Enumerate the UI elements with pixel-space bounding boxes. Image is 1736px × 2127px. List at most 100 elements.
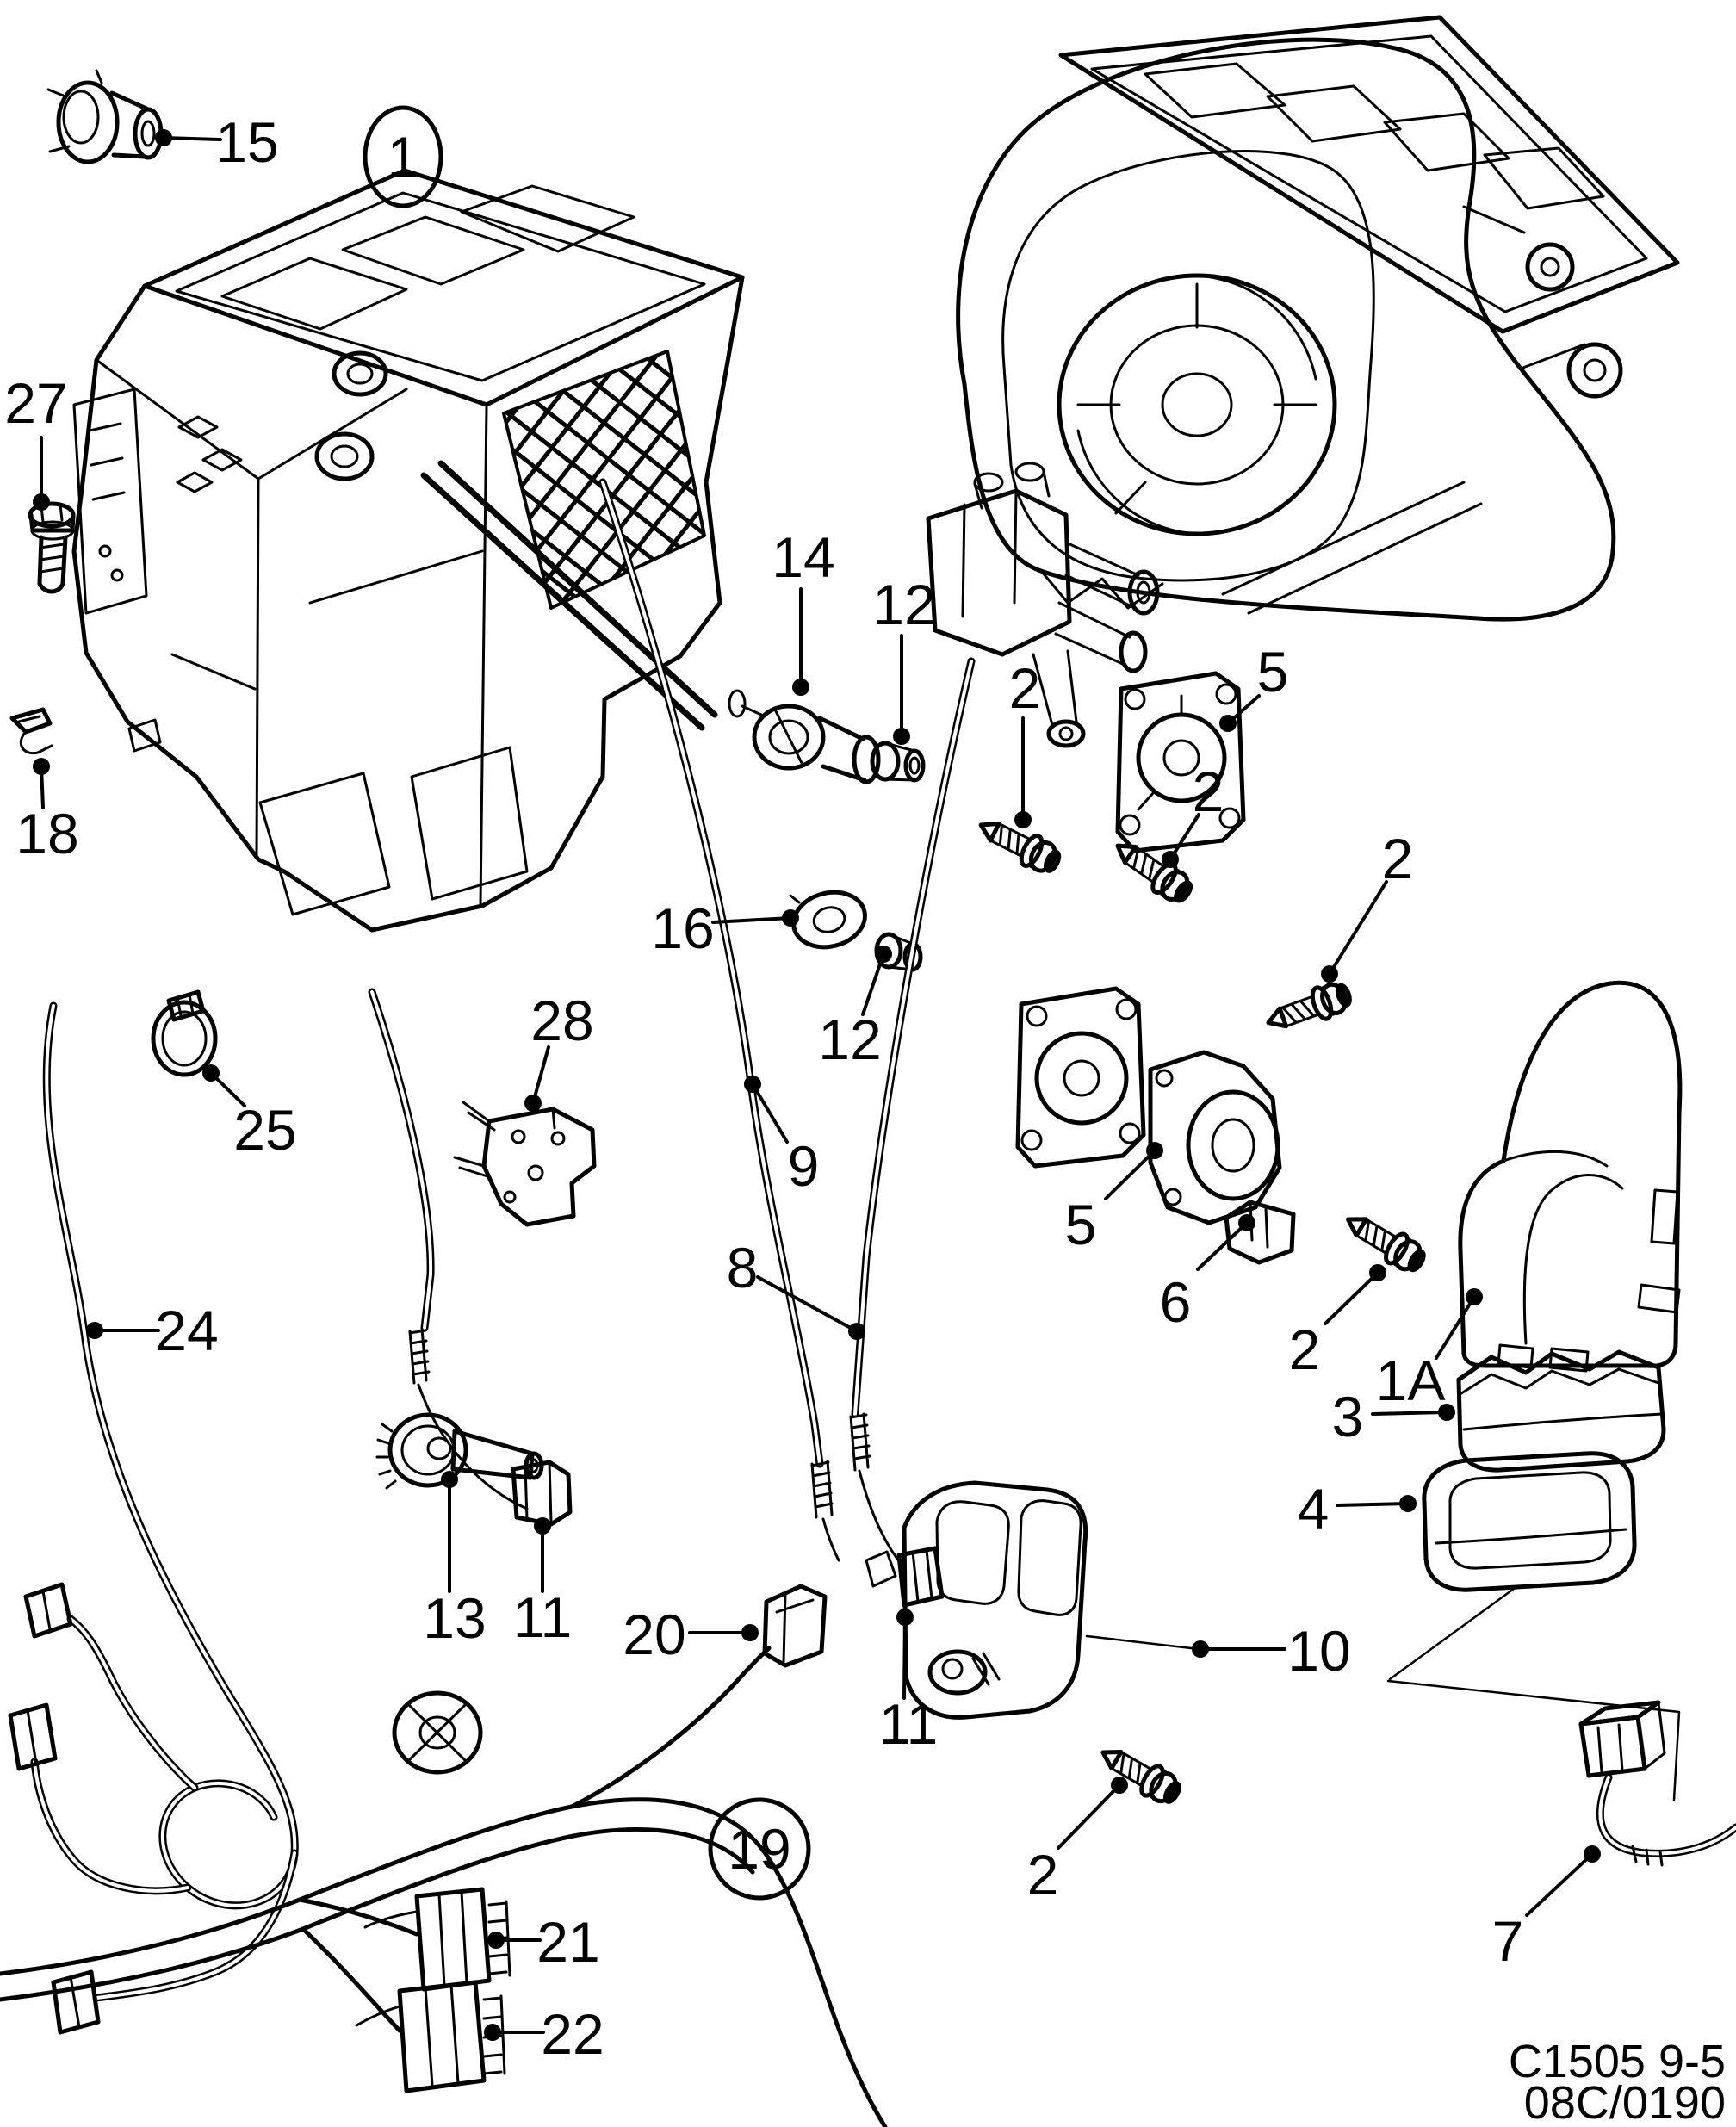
connector-21-drawing [363,1887,512,1992]
callout-dot [441,1471,458,1488]
callout-2: 2 [1321,827,1413,983]
control-cable-13-drawing [368,988,529,1510]
cover-10-drawing [902,1480,1200,1720]
callout-dot [33,493,50,511]
callout-22: 22 [484,2002,604,2066]
callout-dot [1438,1404,1455,1421]
callout-dot [1162,851,1179,868]
left-heater-assembly-drawing [71,168,745,933]
callout-leader-line [1057,1783,1121,1850]
callout-label: 6 [1160,1270,1192,1334]
callout-label: 2 [1009,656,1041,720]
right-blower-assembly-drawing [956,15,1680,622]
callout-27: 27 [4,371,68,511]
callout-label: 2 [1193,760,1224,823]
temp-sensor-14-drawing [728,689,881,784]
actuator-5-upper-drawing [1115,671,1246,853]
callout-leader-line [1371,1411,1448,1416]
callout-leader-line [1336,1502,1410,1507]
callout-21: 21 [487,1910,600,1974]
revision-code: 08C/0190 [1524,2077,1726,2127]
callout-10: 10 [1192,1619,1351,1683]
callout-label: 2 [1027,1843,1059,1907]
callout-4: 4 [1298,1477,1417,1541]
callout-9: 9 [744,1076,819,1198]
callout-label: 21 [536,1910,599,1974]
clip-11-right-drawing [865,1546,945,1608]
callout-dot [782,909,799,927]
callout-14: 14 [772,525,835,696]
thumbwheel-13-drawing [375,1412,544,1490]
callout-8: 8 [727,1236,865,1340]
callout-leader-line [162,136,222,141]
sensor-15-drawing [46,69,164,164]
callout-19: 19 [708,1797,811,1901]
callout-13: 13 [423,1471,487,1650]
callout-leader-line [756,1275,859,1333]
actuator-motor-drawing [1148,1050,1282,1225]
callout-7: 7 [1492,1845,1601,1973]
harness-24-drawing [8,1001,299,2035]
callout-label: 25 [233,1098,296,1162]
control-cable-8-drawing [849,657,976,1567]
callout-label: 13 [423,1586,486,1650]
callout-leader-line [902,1615,907,1700]
bushing-12-upper-drawing [870,741,926,783]
callout-25: 25 [202,1064,297,1162]
callout-24: 24 [86,1299,219,1362]
callout-12: 12 [818,946,892,1071]
callout-label: 5 [1257,640,1289,704]
callout-label: 2 [1289,1318,1321,1381]
callout-dot [1238,1214,1256,1231]
callout-label: 5 [1065,1193,1097,1256]
callout-2: 2 [1009,656,1041,828]
callout-label: 22 [541,2002,604,2066]
heater-valve-pipes-drawing [926,462,1160,748]
callout-12: 12 [872,573,936,745]
callout-dot [1466,1288,1483,1305]
connector-7-drawing [1386,1584,1736,1867]
screw-2c [1262,978,1354,1039]
screw-2d [1340,1206,1429,1278]
callout-label: 4 [1298,1477,1330,1541]
callout-dot [524,1095,542,1112]
callout-dot [1111,1777,1128,1794]
harness-19-drawing [0,1646,888,2127]
callout-dot [1192,1640,1209,1658]
callout-label: 16 [651,896,714,960]
callout-dot [848,1323,865,1340]
callout-dot [1014,811,1032,828]
callout-15: 15 [155,110,279,174]
callout-dot [741,1624,759,1641]
callout-balloon [708,1797,811,1901]
callout-leader-line [751,1082,789,1144]
seal-4-drawing [1422,1451,1637,1592]
callout-2: 2 [1027,1777,1128,1907]
callout-label: 18 [16,802,78,865]
callout-5: 5 [1219,640,1288,732]
bolt-27-drawing [28,501,76,594]
callout-dot [202,1064,220,1082]
callout-1A: 1A [1376,1288,1483,1412]
connector-20-drawing [762,1584,828,1668]
callout-leader-line [1328,880,1388,976]
callout-label: 15 [215,110,278,174]
callout-dot [1369,1264,1386,1281]
callout-1: 1 [363,105,443,208]
callout-label: 27 [4,371,67,435]
callout-16: 16 [651,896,799,960]
actuator-5-lower-drawing [1015,986,1146,1169]
callout-label: 9 [788,1134,820,1198]
callout-leader-line [1525,1852,1594,1917]
callout-label: 24 [155,1299,218,1362]
hose-clamp-25-drawing [151,989,218,1077]
callout-dot [1321,965,1338,983]
callout-dot [875,946,892,963]
grommet-disc-drawing [392,1690,483,1775]
callout-label: 14 [772,525,834,589]
callout-leader-line [1196,1221,1249,1271]
callout-28: 28 [524,989,594,1112]
